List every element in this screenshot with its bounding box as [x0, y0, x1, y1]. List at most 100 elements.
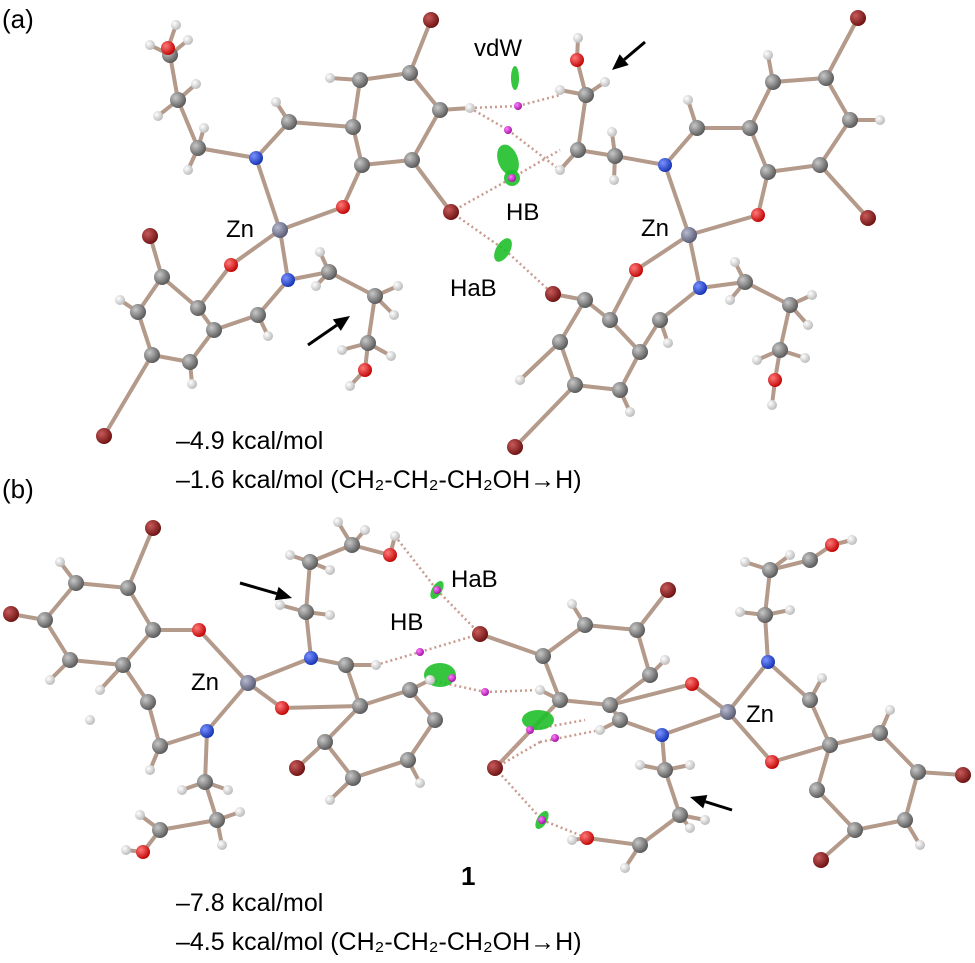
panel-b-left-carbon-atom: [152, 822, 168, 838]
panel-a-right-bond: [658, 286, 702, 322]
panel-b-left-nitrogen-atom: [200, 724, 214, 738]
panel-a-left-carbon-atom: [432, 102, 448, 118]
panel-a-right-bond: [634, 233, 691, 272]
panel-b-right-hydrogen-atom: [915, 840, 925, 850]
panel-a-left-oxygen-atom: [224, 258, 238, 272]
panel-a-right-bromine-atom: [507, 439, 523, 455]
panel-b-left-hydrogen-atom: [223, 785, 233, 795]
panel-b-right-bond: [585, 836, 642, 847]
panel-a-left-bond: [196, 263, 233, 310]
panel-b-right-hydrogen-atom: [660, 655, 670, 665]
panel-a-right-hydrogen-atom: [725, 295, 735, 305]
panel-a-arrow-right: [612, 40, 646, 70]
panel-a-left-carbon-atom: [190, 140, 206, 156]
panel-a-left-bond: [254, 120, 291, 160]
panel-b-right-carbon-atom: [872, 725, 888, 741]
arrow-shaft: [239, 581, 278, 596]
panel-b-right-carbon-atom: [672, 807, 688, 823]
panel-a-left-hydrogen-atom: [171, 20, 181, 30]
panel-b-right-bromine-atom: [813, 852, 829, 868]
panel-b-right-hydrogen-atom: [785, 605, 795, 615]
panel-a-right-bond: [824, 16, 860, 80]
panel-a-right-zinc-atom: [681, 227, 697, 243]
panel-b-left-hydrogen-atom: [235, 807, 245, 817]
panel-a-right-carbon-atom: [570, 142, 586, 158]
panel-b-right-carbon-atom: [822, 737, 838, 753]
panel-b-right-bond: [608, 673, 652, 707]
panel-a-right-hydrogen-atom: [875, 115, 885, 125]
panel-a-left-bond: [408, 18, 433, 75]
panel-a-right-bond: [663, 126, 699, 167]
panel-b-left-bond: [203, 729, 209, 784]
panel-a-right-nitrogen-atom: [693, 281, 707, 295]
panel-a-left-carbon-atom: [130, 304, 146, 320]
panel-a-right-carbon-atom: [652, 312, 668, 328]
panel-b-left-carbon-atom: [400, 752, 416, 768]
panel-b-hab-label: HaB: [451, 566, 498, 593]
panel-b-left-carbon-atom: [352, 698, 368, 714]
panel-b-hab-contact: [494, 767, 543, 821]
panel-a-left-bromine-atom: [96, 428, 112, 444]
panel-b-left-carbon-atom: [115, 657, 131, 673]
panel-b-critical-point: [538, 816, 546, 824]
panel-b-left-bromine-atom: [3, 606, 19, 622]
panel-a-left-hydrogen-atom: [187, 379, 197, 389]
arrow-head: [690, 795, 708, 809]
panel-a-left-bond: [358, 71, 412, 82]
panel-a-left-carbon-atom: [170, 92, 186, 108]
panel-b-right-hydrogen-atom: [885, 705, 895, 715]
arrow-head: [612, 54, 629, 70]
panel-b-right-bond: [478, 632, 545, 658]
panel-b-left-carbon-atom: [197, 774, 213, 790]
panel-b-left-carbon-atom: [140, 694, 156, 710]
panel-b-right-carbon-atom: [602, 697, 618, 713]
panel-b-right-bond: [660, 710, 730, 737]
panel-b-left-bromine-atom: [145, 520, 161, 536]
panel-b-right-carbon-atom: [642, 667, 658, 683]
panel-a-left-carbon-atom: [206, 322, 222, 338]
panel-b-left-hydrogen-atom: [275, 600, 285, 610]
panel-a-left-hydrogen-atom: [183, 165, 193, 175]
panel-a-critical-point: [508, 174, 516, 182]
panel-b-right-hydrogen-atom: [595, 725, 605, 735]
panel-a-left-oxygen-atom: [336, 200, 350, 214]
panel-a-right-carbon-atom: [612, 382, 628, 398]
panel-a-right-carbon-atom: [577, 292, 593, 308]
panel-a-right-hydrogen-atom: [573, 33, 583, 43]
panel-b-right-hydrogen-atom: [785, 550, 795, 560]
panel-b-right-bromine-atom: [660, 582, 676, 598]
panel-b-left-bond: [126, 586, 155, 632]
panel-b-left-bromine-atom: [289, 760, 305, 776]
panel-b-energy-truncated: –4.5 kcal/mol (CH₂-CH₂-CH₂OH→H): [176, 928, 582, 956]
atoms: [3, 10, 971, 873]
panel-b-arrow-left: [239, 581, 292, 601]
panel-a-right-carbon-atom: [760, 164, 776, 180]
panel-a-right-hydrogen-atom: [625, 407, 635, 417]
panel-b-left-hydrogen-atom: [325, 565, 335, 575]
panel-b-right-hydrogen-atom: [535, 685, 545, 695]
panel-b-left-hydrogen-atom: [371, 660, 381, 670]
panel-b-contact: [494, 740, 541, 770]
panel-a-left-hydrogen-atom: [115, 295, 125, 305]
panel-a-right-carbon-atom: [552, 334, 568, 350]
panel-b-right-carbon-atom: [632, 837, 648, 853]
panel-b-nci-surface: [522, 710, 554, 730]
panel-b-right-nitrogen-atom: [655, 728, 669, 742]
panel-a-right-hydrogen-atom: [683, 95, 693, 105]
panel-a-right-bond: [687, 233, 702, 290]
panel-a-left-carbon-atom: [321, 264, 337, 280]
panel-b-left-hydrogen-atom: [177, 785, 187, 795]
panel-b-right-bond: [815, 788, 857, 832]
panel-b-hab-contact: [436, 589, 481, 635]
panel-a-right-carbon-atom: [742, 120, 758, 136]
panel-a-right-carbon-atom: [602, 312, 618, 328]
panel-a-left-carbon-atom: [360, 335, 376, 351]
panel-a-left-oxygen-atom: [161, 41, 175, 55]
panel-b-left-oxygen-atom: [192, 623, 206, 637]
panel-b-critical-point: [481, 688, 489, 696]
panel-b-right-hydrogen-atom: [700, 815, 710, 825]
panel-b-hb-label: HB: [390, 609, 423, 636]
panel-a-right-hydrogen-atom: [803, 320, 813, 330]
panel-b-right-bond: [608, 682, 694, 707]
panel-a-left-hydrogen-atom: [263, 331, 273, 341]
